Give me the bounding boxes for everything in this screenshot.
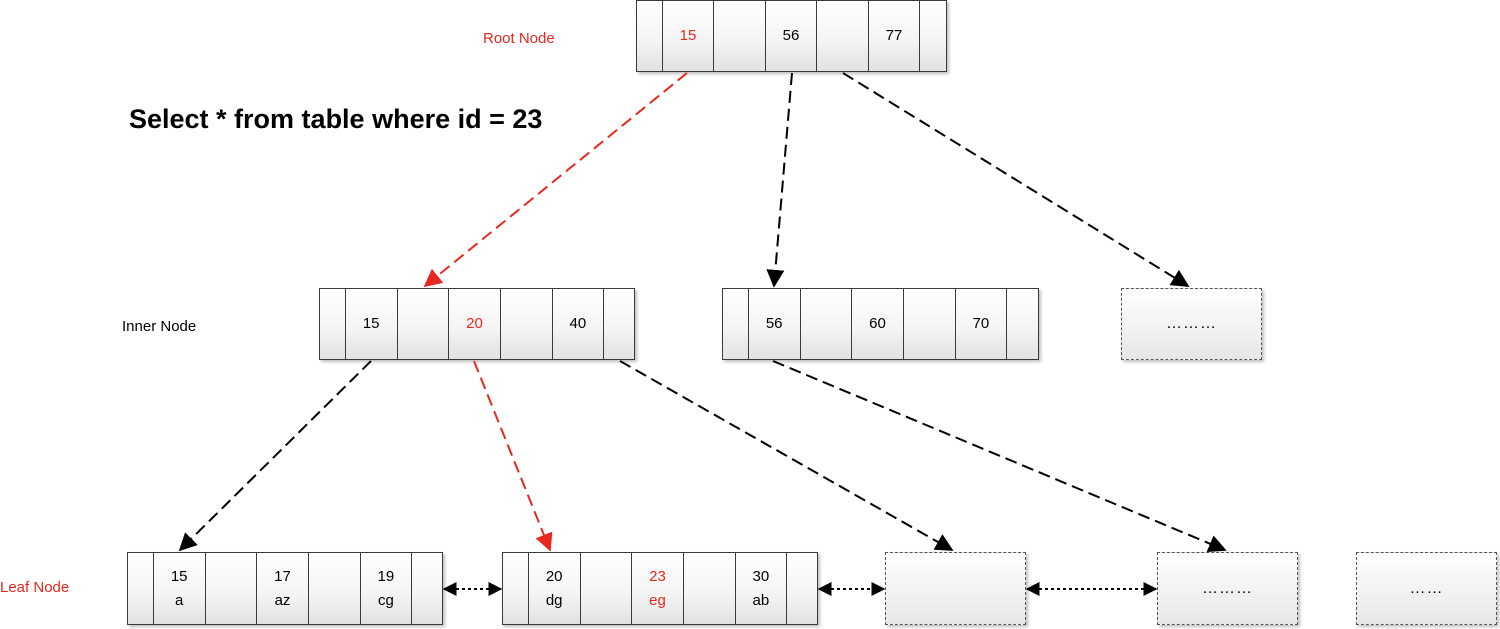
leaf-pointer-cell: [206, 553, 258, 624]
leaf-pointer-cell: [128, 553, 154, 624]
root-key-3: 77: [869, 1, 921, 71]
leaf-2-entry-2: 23 eg: [632, 553, 684, 624]
edge-inner-to-leaf-4: [772, 360, 1227, 553]
root-node-label: Root Node: [483, 30, 555, 47]
leaf-pointer-cell: [581, 553, 633, 624]
leaf-key: 20: [545, 567, 563, 585]
inner-node-3-placeholder: ………: [1121, 288, 1262, 360]
inner-pointer-cell: [904, 289, 956, 359]
leaf-value: dg: [545, 591, 563, 609]
root-pointer-cell: [817, 1, 869, 71]
root-pointer-cell: [637, 1, 663, 71]
inner-pointer-cell: [501, 289, 553, 359]
inner-pointer-cell: [801, 289, 853, 359]
leaf-value: eg: [649, 591, 666, 609]
root-node: 15 56 77: [636, 0, 947, 72]
edge-inner-to-leaf-3: [619, 360, 954, 551]
leaf-value: az: [274, 591, 291, 609]
leaf-key: 15: [170, 567, 188, 585]
leaf-value: cg: [377, 591, 394, 609]
inner-pointer-cell: [398, 289, 450, 359]
inner-pointer-cell: [723, 289, 749, 359]
leaf-key: 17: [274, 567, 291, 585]
inner-node-label: Inner Node: [122, 318, 197, 335]
leaf-1-entry-1: 15 a: [154, 553, 206, 624]
inner-node-2: 56 60 70: [722, 288, 1039, 360]
leaf-2-entry-3: 30 ab: [736, 553, 788, 624]
leaf-key: 19: [377, 567, 395, 585]
edge-root-to-inner-1: [423, 72, 688, 288]
inner-2-key-2: 60: [852, 289, 904, 359]
leaf-pointer-cell: [309, 553, 361, 624]
inner-1-key-3: 40: [553, 289, 605, 359]
leaf-node-3-placeholder: [885, 552, 1026, 625]
leaf-pointer-cell: [684, 553, 736, 624]
leaf-key: 30: [752, 567, 770, 585]
leaf-key: 23: [649, 567, 666, 585]
leaf-node-1: 15 a 17 az 19 cg: [127, 552, 443, 625]
inner-2-key-1: 56: [749, 289, 801, 359]
leaf-node-2: 20 dg 23 eg 30 ab: [502, 552, 818, 625]
leaf-node-label: Leaf Node: [0, 579, 70, 596]
inner-1-key-2: 20: [449, 289, 501, 359]
leaf-value: a: [175, 591, 184, 609]
edge-inner-to-leaf-2: [473, 360, 553, 552]
inner-1-key-1: 15: [346, 289, 398, 359]
query-text: Select * from table where id = 23: [129, 104, 543, 134]
inner-node-1: 15 20 40: [319, 288, 635, 360]
edge-inner-to-leaf-1: [178, 360, 372, 552]
root-pointer-cell: [714, 1, 766, 71]
leaf-pointer-cell: [503, 553, 529, 624]
leaf-1-entry-3: 19 cg: [361, 553, 413, 624]
inner-2-key-3: 70: [956, 289, 1008, 359]
edge-root-to-inner-2: [766, 72, 793, 288]
inner-pointer-cell: [320, 289, 346, 359]
leaf-node-5-placeholder: ……: [1356, 552, 1497, 625]
leaf-node-4-placeholder: ………: [1157, 552, 1298, 625]
leaf-value: ab: [752, 591, 770, 609]
root-key-2: 56: [766, 1, 818, 71]
edge-root-to-inner-3: [842, 72, 1190, 287]
root-key-1: 15: [663, 1, 715, 71]
leaf-2-entry-1: 20 dg: [529, 553, 581, 624]
leaf-1-entry-2: 17 az: [257, 553, 309, 624]
